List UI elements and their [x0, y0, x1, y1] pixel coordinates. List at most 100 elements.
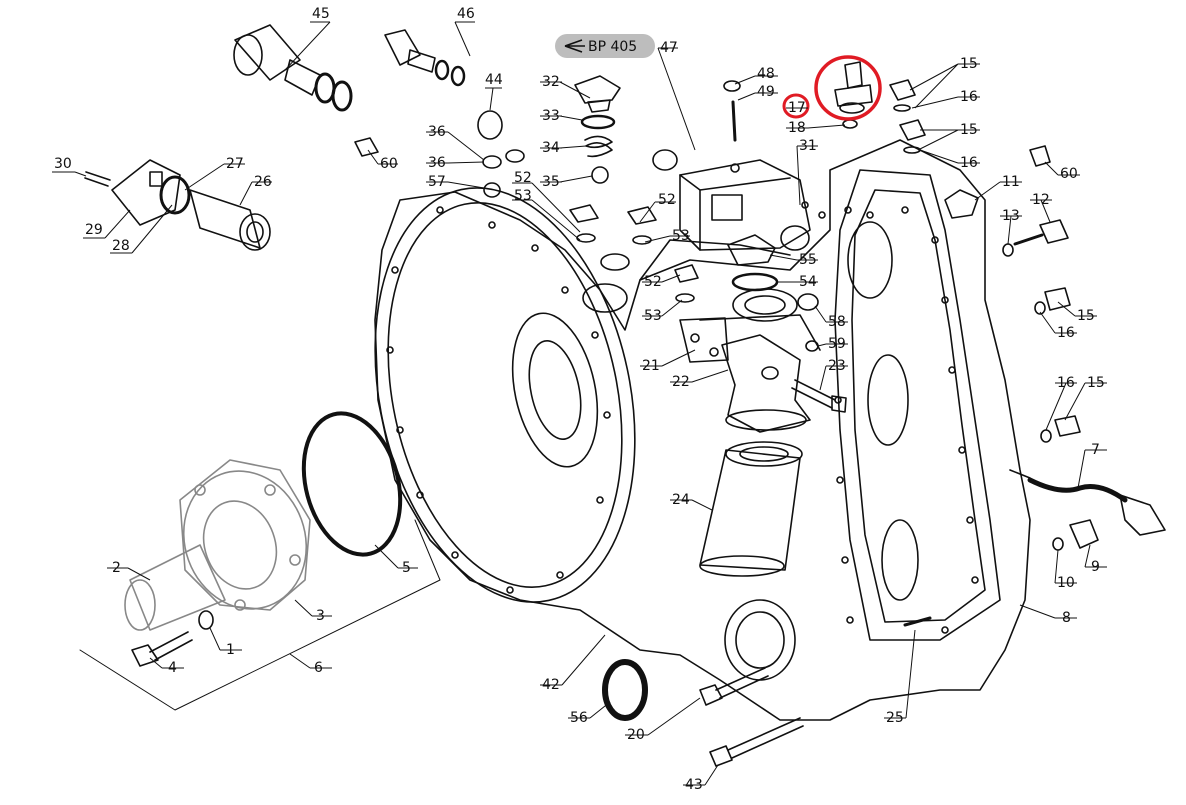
- callout-34: 34: [542, 140, 560, 156]
- plug-15c: [1044, 287, 1071, 311]
- relief-valve: [233, 24, 353, 112]
- callout-11: 11: [1002, 174, 1020, 190]
- view-badge-label: BP 405: [588, 39, 637, 55]
- plug-36b: [505, 149, 525, 163]
- suction-filter: [84, 159, 271, 251]
- ring-18: [842, 119, 858, 129]
- callout-24: 24: [672, 492, 690, 508]
- callout-48: 48: [757, 66, 775, 82]
- callout-32: 32: [542, 74, 560, 90]
- plug-52a: [569, 204, 599, 223]
- plug-60a: [354, 137, 379, 157]
- callout-42: 42: [542, 677, 560, 693]
- ring-53b: [632, 235, 652, 245]
- callout-labels: 45 46 44 32 33 34 35 36 36 57 60 30 27 2…: [54, 6, 1105, 793]
- pump-cover: [124, 459, 311, 631]
- callout-15c: 15: [1077, 308, 1095, 324]
- callout-29: 29: [85, 222, 103, 238]
- spring: [584, 135, 613, 158]
- callout-53b: 53: [672, 228, 690, 244]
- o-ring: [301, 411, 403, 557]
- highlight-marks: [782, 55, 882, 121]
- callout-43: 43: [685, 777, 703, 793]
- view-badge: BP 405: [555, 34, 655, 58]
- callout-12: 12: [1032, 192, 1050, 208]
- callout-23: 23: [828, 358, 846, 374]
- plug-15a: [889, 79, 916, 101]
- callout-57: 57: [428, 174, 446, 190]
- callout-15b: 15: [960, 122, 978, 138]
- callout-33: 33: [542, 108, 560, 124]
- callout-15a: 15: [960, 56, 978, 72]
- callout-15d: 15: [1087, 375, 1105, 391]
- callout-6: 6: [314, 660, 323, 676]
- bolt-43: [709, 717, 804, 767]
- ring-53c: [675, 293, 695, 303]
- ring-54: [731, 272, 779, 292]
- callout-44: 44: [485, 72, 503, 88]
- transmission-housing: [374, 139, 1031, 721]
- plug-58: [797, 293, 819, 311]
- callout-58: 58: [828, 314, 846, 330]
- callout-18: 18: [788, 120, 806, 136]
- callout-47: 47: [660, 40, 678, 56]
- callout-30: 30: [54, 156, 72, 172]
- callout-27: 27: [226, 156, 244, 172]
- callout-9: 9: [1091, 559, 1100, 575]
- callout-26: 26: [254, 174, 272, 190]
- callout-52a: 52: [514, 170, 532, 186]
- pressure-valve: [384, 29, 466, 87]
- callout-49: 49: [757, 84, 775, 100]
- callout-59: 59: [828, 336, 846, 352]
- ring-53a: [576, 233, 596, 243]
- callout-16d: 16: [1057, 375, 1075, 391]
- callout-17: 17: [788, 100, 806, 116]
- callout-20: 20: [627, 727, 645, 743]
- cap-48: [723, 80, 741, 92]
- callout-16b: 16: [960, 155, 978, 171]
- bolt: [131, 631, 193, 667]
- plug-59: [805, 340, 819, 352]
- callout-16c: 16: [1057, 325, 1075, 341]
- callout-4: 4: [168, 660, 177, 676]
- bolt-20: [699, 667, 769, 706]
- screw-49: [731, 100, 737, 142]
- callout-22: 22: [672, 374, 690, 390]
- callout-54: 54: [799, 274, 817, 290]
- callout-53c: 53: [644, 308, 662, 324]
- washer: [198, 610, 214, 630]
- callout-1: 1: [226, 642, 235, 658]
- callout-36a: 36: [428, 124, 446, 140]
- dowel-pin: [903, 616, 932, 627]
- plug-32: [574, 75, 621, 113]
- callout-8: 8: [1062, 610, 1071, 626]
- plug-52b: [627, 206, 657, 225]
- callout-31: 31: [799, 138, 817, 154]
- fitting-12: [1039, 219, 1069, 244]
- breather-57: [483, 182, 501, 198]
- callout-52c: 52: [644, 274, 662, 290]
- plug-cap: [477, 110, 503, 140]
- callout-60a: 60: [380, 156, 398, 172]
- arrow-left-icon: [564, 39, 585, 53]
- callout-2: 2: [112, 560, 121, 576]
- plug-15d: [1054, 415, 1081, 437]
- callout-3: 3: [316, 608, 325, 624]
- wiring-harness: [1009, 469, 1166, 536]
- oil-filter: [699, 441, 803, 577]
- leader-lines: [52, 21, 1107, 786]
- bolt-23: [791, 379, 847, 413]
- ring-10: [1052, 537, 1064, 551]
- callout-13: 13: [1002, 208, 1020, 224]
- callout-7: 7: [1091, 442, 1100, 458]
- callout-25: 25: [886, 710, 904, 726]
- callout-5: 5: [402, 560, 411, 576]
- seal-ring: [580, 114, 616, 130]
- callout-56: 56: [570, 710, 588, 726]
- plug-11: [944, 189, 979, 219]
- plug-15b: [899, 119, 926, 141]
- callout-21: 21: [642, 358, 660, 374]
- plug-52c: [674, 264, 699, 283]
